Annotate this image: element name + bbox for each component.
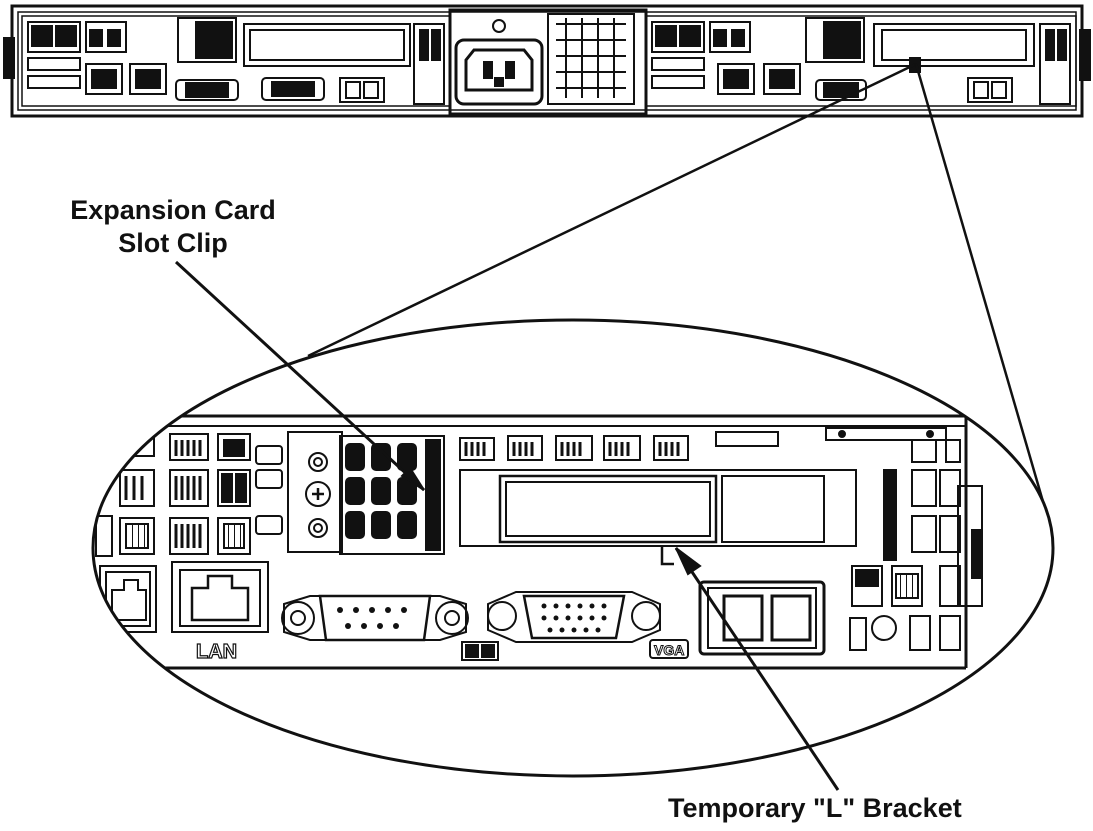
- vga-label: VGA: [654, 642, 684, 658]
- zoom-connector-lines: [307, 62, 1048, 513]
- expansion-card-slot-clip: [255, 431, 445, 555]
- callout-clip-line2: Slot Clip: [118, 228, 228, 258]
- lan-label: LAN: [196, 641, 237, 663]
- top-row-connectors: [459, 427, 947, 461]
- callout-expansion-card-slot-clip-leader: [174, 260, 426, 492]
- left-io-cluster: [95, 433, 251, 557]
- magnifier-ellipse: [91, 318, 1055, 778]
- vga-port: VGA: [461, 591, 689, 661]
- right-node-panel: [645, 15, 1077, 107]
- callout-expansion-card-slot-clip: Expansion Card Slot Clip: [48, 194, 298, 260]
- serial-com-port: [281, 594, 469, 642]
- temporary-l-bracket: [660, 546, 674, 566]
- callout-temporary-l-bracket: Temporary "L" Bracket: [668, 793, 962, 823]
- expansion-slot: [459, 469, 857, 547]
- left-node-panel: [21, 15, 451, 107]
- callout-temporary-l-bracket-leader: [674, 547, 840, 791]
- callout-clip-line1: Expansion Card: [70, 195, 276, 225]
- lan-ports: LAN: [99, 561, 269, 664]
- usb-ports: [698, 580, 826, 656]
- rear-panel-strip: [3, 4, 1091, 118]
- right-side-components: [849, 439, 983, 651]
- power-supply: [448, 8, 648, 116]
- magnified-panel: LAN: [93, 414, 983, 670]
